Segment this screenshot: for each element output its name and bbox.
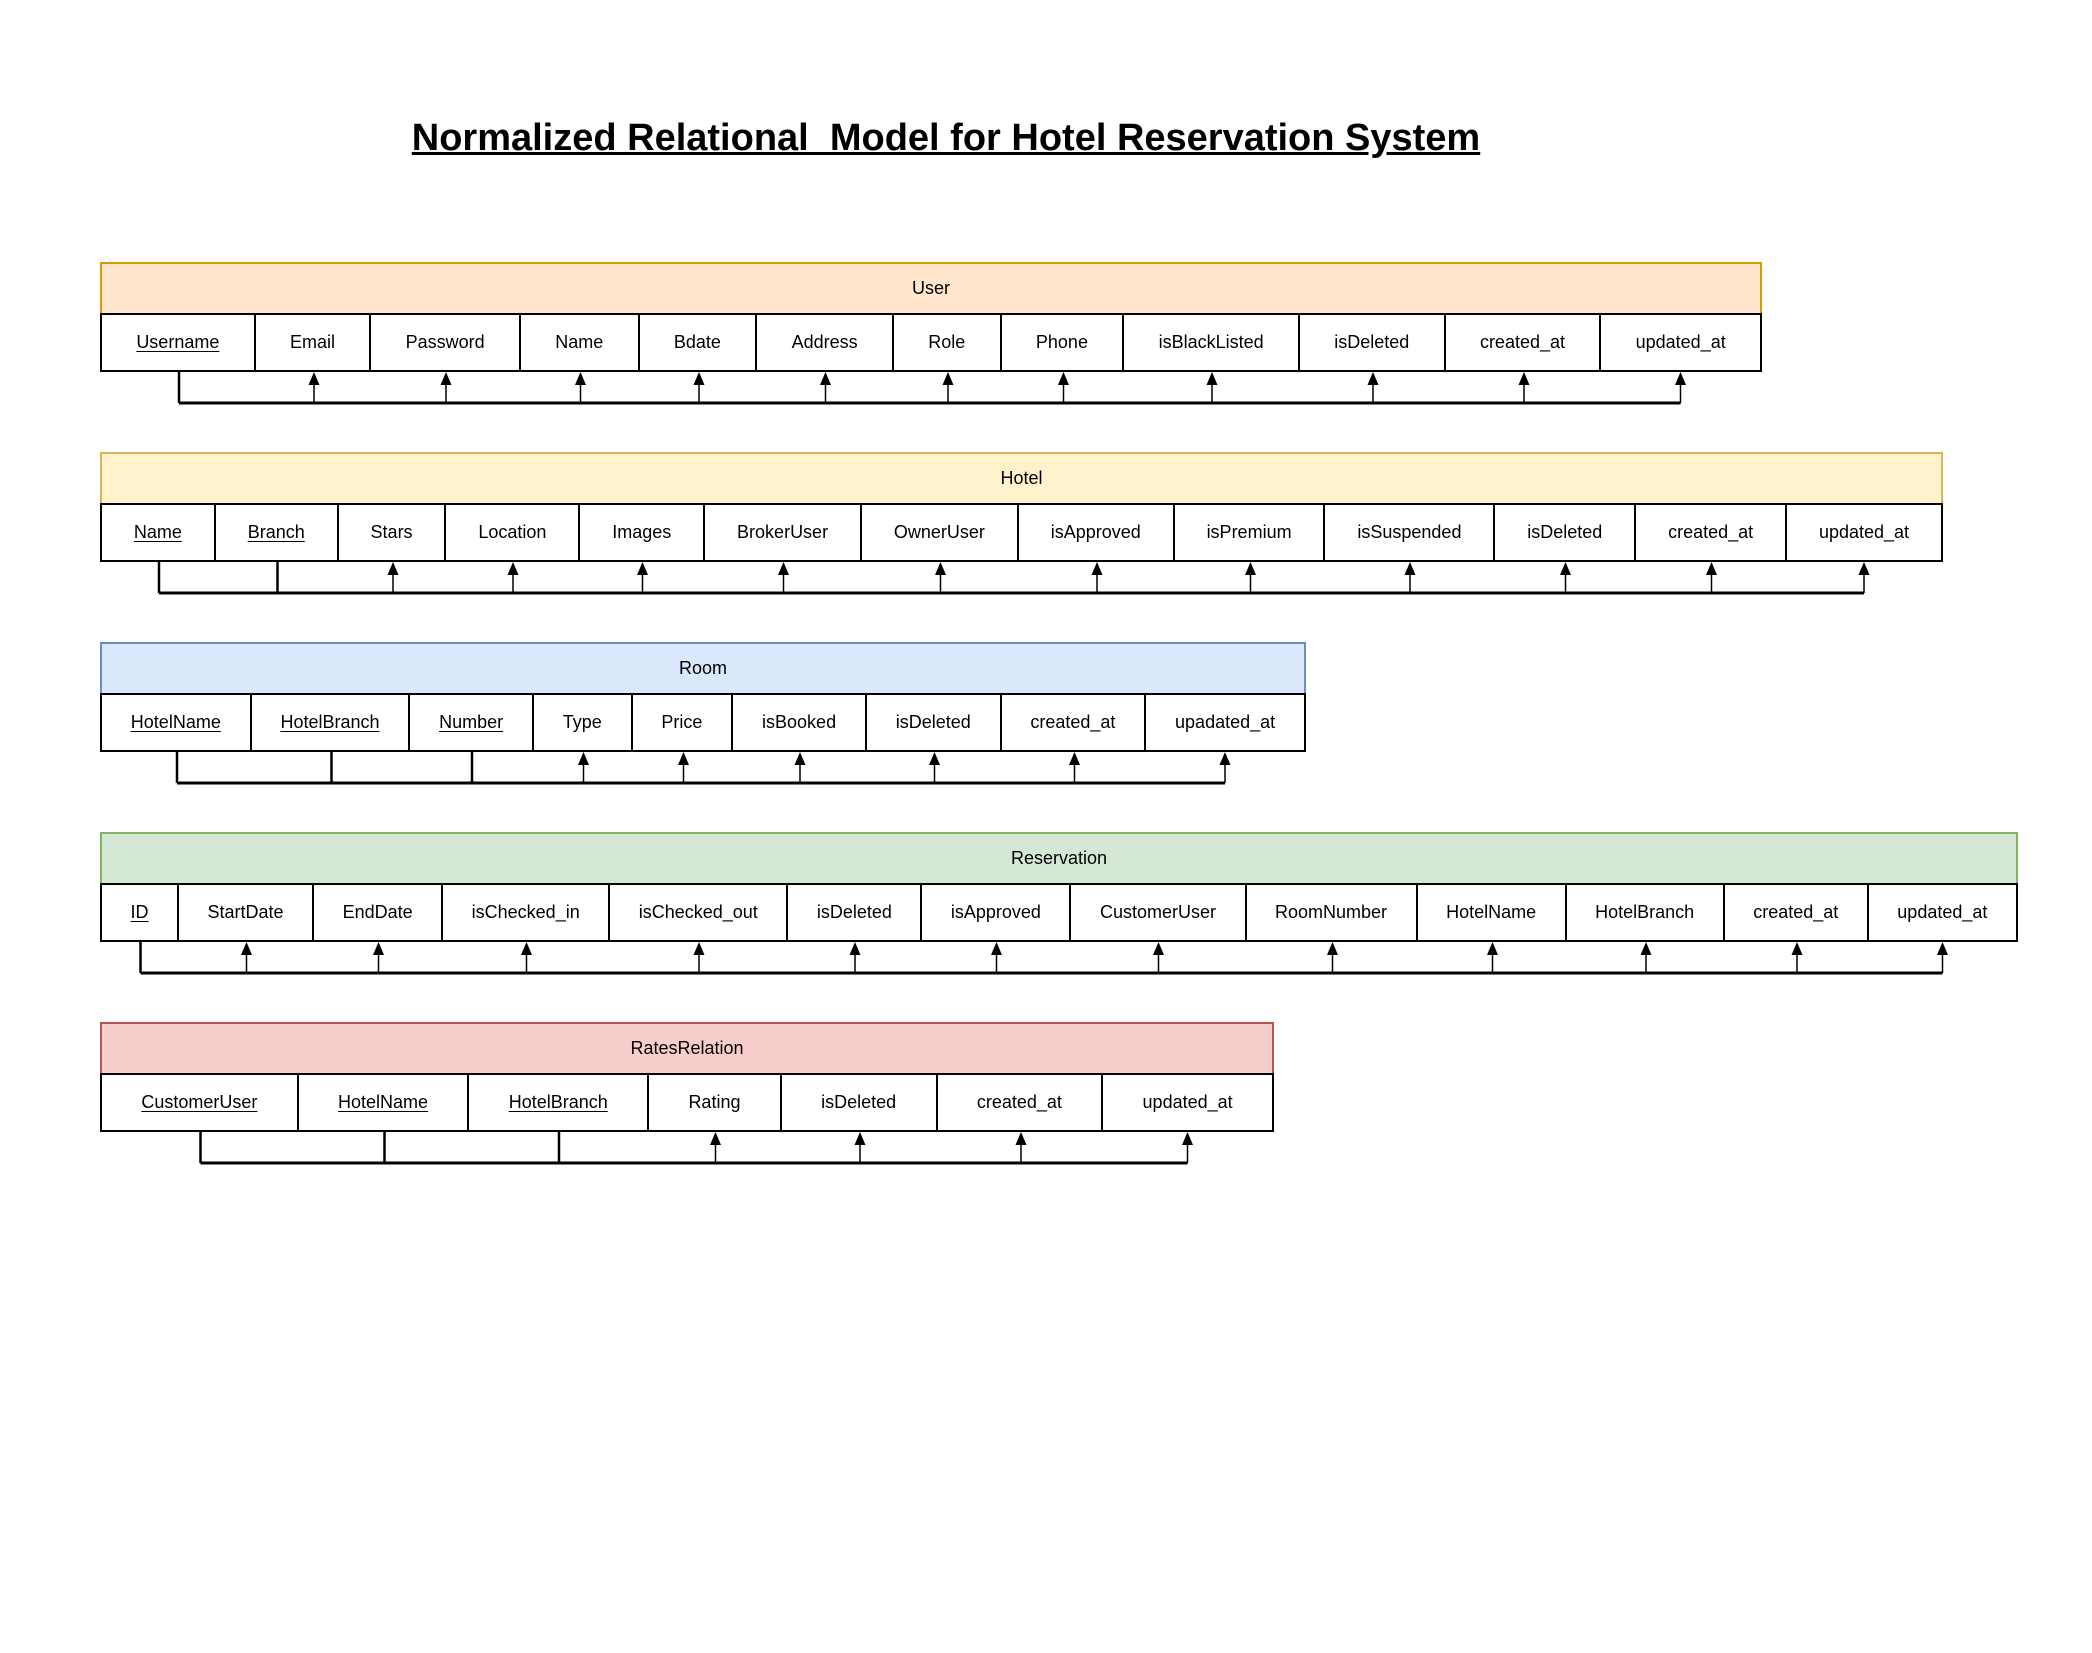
table-name: Reservation bbox=[1010, 847, 1108, 868]
key-column-cell: Branch bbox=[216, 504, 339, 560]
column-cell: isSuspended bbox=[1325, 504, 1496, 560]
key-column-cell: Number bbox=[410, 694, 534, 750]
column-cell: isDeleted bbox=[1300, 314, 1446, 370]
column-cell: isPremium bbox=[1175, 504, 1326, 560]
column-cell: Location bbox=[446, 504, 581, 560]
column-cell: upadated_at bbox=[1175, 711, 1276, 732]
column-cell: isBlackListed bbox=[1124, 314, 1300, 370]
functional-dependency-arrows bbox=[139, 941, 1948, 975]
column-cell: isDeleted bbox=[788, 884, 923, 940]
key-column-cell: ID bbox=[102, 884, 180, 940]
column-cell: Email bbox=[256, 314, 372, 370]
key-column-cell: HotelBranch bbox=[469, 1074, 650, 1130]
table-name: User bbox=[911, 277, 950, 298]
key-column-cell: CustomerUser bbox=[102, 1074, 299, 1130]
column-cell: Type bbox=[534, 694, 633, 750]
column-cell: Password bbox=[371, 314, 521, 370]
column-cell: updated_at bbox=[1818, 521, 1910, 542]
column-cell: RoomNumber bbox=[1247, 884, 1418, 940]
column-cell: isApproved bbox=[1019, 504, 1175, 560]
column-cell: Stars bbox=[339, 504, 447, 560]
column-cell: isApproved bbox=[922, 884, 1072, 940]
table-header: Room bbox=[100, 641, 1306, 695]
functional-dependency-arrows bbox=[177, 371, 1686, 405]
column-cell: isBooked bbox=[733, 694, 867, 750]
page-title: Normalized Relational Model for Hotel Re… bbox=[411, 117, 1481, 159]
functional-dependency-arrows bbox=[157, 561, 1870, 595]
column-cell: Address bbox=[757, 314, 894, 370]
table-header: Hotel bbox=[100, 451, 1943, 505]
column-cell: isDeleted bbox=[782, 1074, 938, 1130]
diagram-canvas: Normalized Relational Model for Hotel Re… bbox=[0, 116, 2092, 1168]
column-cell: Bdate bbox=[640, 314, 758, 370]
column-cell: updated_at bbox=[1142, 1091, 1233, 1112]
column-cell: EndDate bbox=[314, 884, 444, 940]
column-cell: isChecked_out bbox=[610, 884, 789, 940]
column-cell: Name bbox=[521, 314, 640, 370]
table-header: User bbox=[100, 261, 1762, 315]
column-cell: HotelBranch bbox=[1567, 884, 1725, 940]
column-cell: OwnerUser bbox=[862, 504, 1019, 560]
column-cell: created_at bbox=[1002, 694, 1147, 750]
key-column-cell: HotelName bbox=[102, 694, 252, 750]
key-column-cell: HotelBranch bbox=[252, 694, 411, 750]
column-cell: StartDate bbox=[179, 884, 315, 940]
table-header: RatesRelation bbox=[100, 1021, 1274, 1075]
column-cell: Images bbox=[580, 504, 706, 560]
table-header: Reservation bbox=[100, 831, 2018, 885]
column-cell: isDeleted bbox=[1495, 504, 1637, 560]
column-cell: updated_at bbox=[1897, 901, 1988, 922]
key-column-cell: Name bbox=[102, 504, 216, 560]
column-cell: isDeleted bbox=[867, 694, 1002, 750]
column-cell: CustomerUser bbox=[1071, 884, 1247, 940]
column-cell: Role bbox=[894, 314, 1002, 370]
key-column-cell: Username bbox=[102, 314, 256, 370]
table-name: Room bbox=[678, 657, 727, 678]
table-name: Hotel bbox=[1000, 467, 1043, 488]
column-cell: created_at bbox=[1446, 314, 1602, 370]
column-cell: Rating bbox=[649, 1074, 782, 1130]
column-cell: created_at bbox=[1636, 504, 1788, 560]
column-cell: updated_at bbox=[1635, 331, 1726, 352]
column-cell: BrokerUser bbox=[705, 504, 862, 560]
column-cell: Price bbox=[633, 694, 734, 750]
table-name: RatesRelation bbox=[630, 1037, 744, 1058]
column-cell: Phone bbox=[1002, 314, 1125, 370]
functional-dependency-arrows bbox=[199, 1131, 1193, 1165]
column-cell: HotelName bbox=[1418, 884, 1567, 940]
key-column-cell: HotelName bbox=[299, 1074, 470, 1130]
column-cell: isChecked_in bbox=[443, 884, 611, 940]
column-cell: created_at bbox=[1725, 884, 1869, 940]
functional-dependency-arrows bbox=[175, 751, 1231, 785]
column-cell: created_at bbox=[938, 1074, 1104, 1130]
